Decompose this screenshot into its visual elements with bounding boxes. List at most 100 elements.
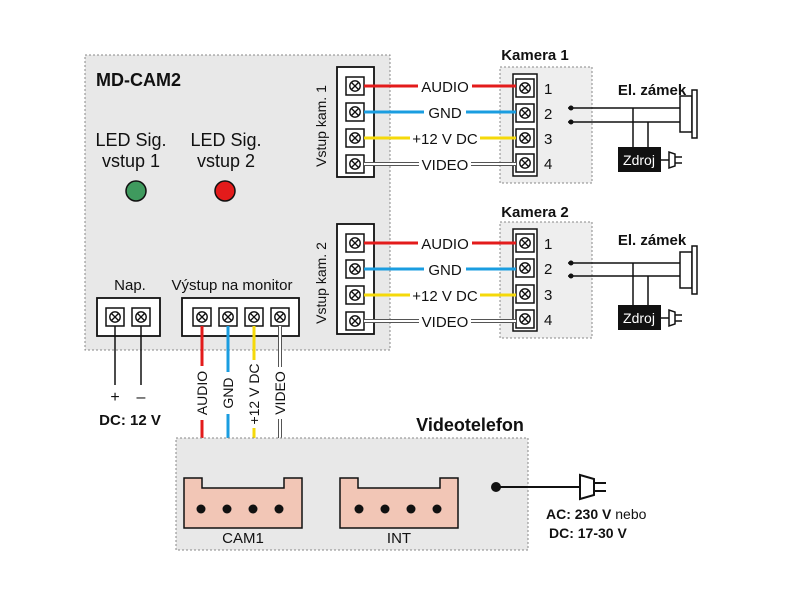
- lock1-supply-label: Zdroj: [623, 152, 655, 168]
- dc-voltage-label: DC: 12 V: [99, 412, 161, 429]
- nap-screw-1: [105, 307, 125, 327]
- cam1-connector-pin-3: [248, 504, 258, 514]
- videophone-plug-icon: [579, 474, 607, 500]
- cam1-connector-pin-2: [222, 504, 232, 514]
- mon-gnd-label-bg: [220, 372, 236, 414]
- lock2-title: El. zámek: [618, 232, 687, 249]
- camera1-screw-4: [515, 153, 535, 173]
- camera1-screw-2: [515, 103, 535, 123]
- lock1-dot-a: [568, 105, 574, 111]
- mon-dc-label: +12 V DC: [246, 363, 262, 424]
- videophone-power-ac: AC: 230 V: [546, 506, 612, 522]
- led2-label-line1: LED Sig.: [190, 130, 261, 150]
- input1-screw-4: [345, 154, 365, 174]
- lock1-body: [679, 95, 693, 133]
- cam2-dc-label: +12 V DC: [412, 288, 478, 305]
- module-title: MD-CAM2: [96, 70, 181, 90]
- lock1-plate: [691, 89, 698, 139]
- input1-screw-3: [345, 128, 365, 148]
- mon-video-label-bg: [272, 367, 288, 419]
- lock1-title: El. zámek: [618, 82, 687, 99]
- monitor-screw-2: [218, 307, 238, 327]
- lock2-dot-a: [568, 260, 574, 266]
- lock1-supply-box: [618, 147, 661, 172]
- monitor-screw-1: [192, 307, 212, 327]
- nap-screw-2: [131, 307, 151, 327]
- camera2-pin-2: 2: [544, 261, 552, 278]
- camera2-screw-1: [515, 233, 535, 253]
- videophone-power-or: nebo: [611, 506, 646, 522]
- monitor-out-label: Výstup na monitor: [172, 277, 293, 294]
- mon-audio-label: AUDIO: [194, 371, 210, 415]
- nap-label: Nap.: [114, 277, 146, 294]
- camera2-title: Kamera 2: [501, 204, 569, 221]
- input1-screw-1: [345, 76, 365, 96]
- lock2-dot-b: [568, 273, 574, 279]
- int-connector-label: INT: [387, 530, 411, 547]
- cam1-connector-pin-4: [274, 504, 284, 514]
- cam1-dc-label: +12 V DC: [412, 131, 478, 148]
- lock2-plug-icon: [660, 309, 683, 327]
- input2-label: Vstup kam. 2: [313, 242, 329, 324]
- cam1-connector-label: CAM1: [222, 530, 264, 547]
- lock1-dot-b: [568, 119, 574, 125]
- monitor-screw-4: [270, 307, 290, 327]
- input1-label: Vstup kam. 1: [313, 85, 329, 167]
- input2-screw-1: [345, 233, 365, 253]
- cam2-video-label-bg: [419, 312, 471, 330]
- cam1-connector: [183, 477, 303, 529]
- cam2-video-label: VIDEO: [422, 314, 469, 331]
- camera1-pin-3: 3: [544, 131, 552, 148]
- led1-indicator: [125, 180, 147, 202]
- camera1-title: Kamera 1: [501, 47, 569, 64]
- cam1-audio-label: AUDIO: [421, 79, 469, 96]
- led2-indicator: [214, 180, 236, 202]
- input2-screw-4: [345, 311, 365, 331]
- camera1-pin-1: 1: [544, 81, 552, 98]
- cam1-video-label-bg: [419, 155, 471, 173]
- cam1-video-label: VIDEO: [422, 157, 469, 174]
- camera2-screw-4: [515, 309, 535, 329]
- dc-plus-label: +: [110, 389, 119, 406]
- camera2-pin-4: 4: [544, 312, 552, 329]
- camera1-pin-2: 2: [544, 106, 552, 123]
- cam1-dc-label-bg: [410, 129, 480, 147]
- mon-dc-label-bg: [246, 360, 262, 428]
- led1-label-line2: vstup 1: [102, 151, 160, 171]
- cam1-gnd-label-bg: [424, 103, 466, 121]
- videophone-power-line2: DC: 17-30 V: [549, 525, 627, 541]
- camera2-screw-2: [515, 258, 535, 278]
- cam2-gnd-label-bg: [424, 260, 466, 278]
- mon-audio-label-bg: [194, 366, 210, 420]
- camera2-screw-3: [515, 284, 535, 304]
- lock2-body: [679, 251, 693, 289]
- cam1-audio-label-bg: [418, 77, 472, 95]
- led1-label-line1: LED Sig.: [95, 130, 166, 150]
- cam2-audio-label: AUDIO: [421, 236, 469, 253]
- led2-label-line2: vstup 2: [197, 151, 255, 171]
- lock1-plug-icon: [660, 151, 683, 169]
- cam2-audio-label-bg: [418, 234, 472, 252]
- input1-screw-2: [345, 102, 365, 122]
- int-connector-pin-1: [354, 504, 364, 514]
- videophone-power-line1: AC: 230 V nebo: [546, 506, 647, 522]
- cam2-dc-label-bg: [410, 286, 480, 304]
- camera2-pin-1: 1: [544, 236, 552, 253]
- videophone-title: Videotelefon: [416, 415, 524, 435]
- cam2-gnd-label: GND: [428, 262, 462, 279]
- input2-screw-3: [345, 285, 365, 305]
- camera1-screw-3: [515, 128, 535, 148]
- mon-gnd-label: GND: [220, 377, 236, 408]
- cam1-connector-pin-1: [196, 504, 206, 514]
- input2-screw-2: [345, 259, 365, 279]
- camera1-screw-1: [515, 78, 535, 98]
- int-connector-pin-4: [432, 504, 442, 514]
- mon-video-label: VIDEO: [272, 371, 288, 415]
- monitor-screw-3: [244, 307, 264, 327]
- camera2-pin-3: 3: [544, 287, 552, 304]
- cam1-gnd-label: GND: [428, 105, 462, 122]
- camera1-pin-4: 4: [544, 156, 552, 173]
- int-connector-pin-3: [406, 504, 416, 514]
- lock2-supply-label: Zdroj: [623, 310, 655, 326]
- int-connector-pin-2: [380, 504, 390, 514]
